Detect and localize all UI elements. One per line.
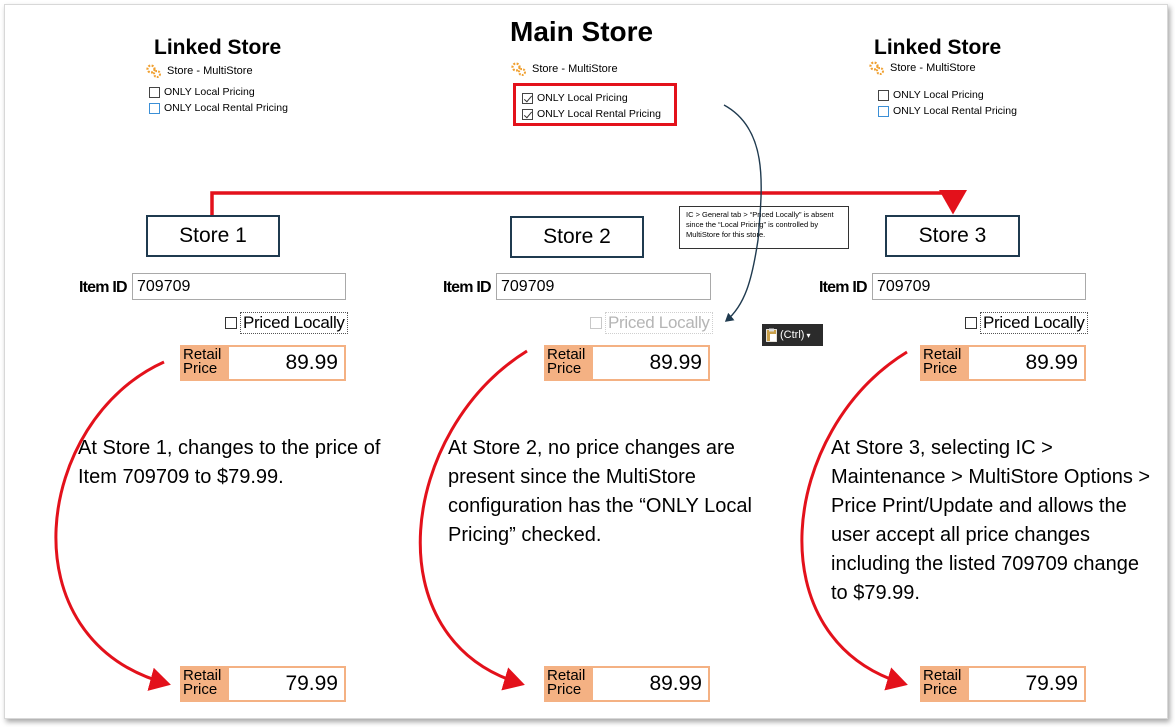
price-value: 79.99 <box>969 668 1084 700</box>
store-3-box: Store 3 <box>885 215 1020 257</box>
checkbox[interactable] <box>149 86 160 98</box>
priced-locally-label: Priced Locally <box>240 312 348 334</box>
option-label: ONLY Local Rental Pricing <box>893 105 1017 117</box>
store-3-description: At Store 3, selecting IC > Maintenance >… <box>831 437 1151 604</box>
checkbox-checked[interactable] <box>522 92 533 104</box>
store-3-item-id-field[interactable]: 709709 <box>872 273 1086 300</box>
checkbox[interactable] <box>878 105 889 117</box>
price-value: 89.99 <box>969 347 1084 379</box>
store-2-priced-locally-checkbox: Priced Locally <box>590 312 713 334</box>
right-option-local-rental-pricing[interactable]: ONLY Local Rental Pricing <box>878 103 1017 119</box>
clipboard-icon <box>766 328 777 342</box>
checkbox-checked[interactable] <box>522 108 533 120</box>
option-label: ONLY Local Pricing <box>893 89 984 101</box>
gear-icon <box>511 62 526 76</box>
store-2-box: Store 2 <box>510 216 644 258</box>
callout-note: IC > General tab > “Priced Locally” is a… <box>679 206 849 249</box>
right-options: ONLY Local Pricing ONLY Local Rental Pri… <box>878 87 1017 119</box>
option-label: ONLY Local Pricing <box>537 92 628 104</box>
main-multistore-label: Store - MultiStore <box>532 63 618 75</box>
main-panel-title: Main Store <box>510 16 654 47</box>
paste-badge-label: (Ctrl) <box>780 329 805 341</box>
price-value: 79.99 <box>229 668 344 700</box>
store-1-item-id-field[interactable]: 709709 <box>132 273 346 300</box>
left-multistore-row: Store - MultiStore <box>146 64 253 78</box>
checkbox[interactable] <box>225 317 237 329</box>
option-label: ONLY Local Pricing <box>164 86 255 98</box>
paste-options-button[interactable]: (Ctrl)▾ <box>762 324 823 346</box>
store-1-priced-locally-checkbox[interactable]: Priced Locally <box>225 312 348 334</box>
chevron-down-icon: ▾ <box>806 330 811 340</box>
price-value: 89.99 <box>593 347 708 379</box>
checkbox <box>590 317 602 329</box>
item-id-label: Item ID <box>79 279 128 296</box>
right-panel-title: Linked Store <box>874 36 1002 59</box>
priced-locally-label: Priced Locally <box>605 312 713 334</box>
store-1-box: Store 1 <box>146 215 280 257</box>
gear-icon <box>146 64 161 78</box>
store-2-description: At Store 2, no price changes are present… <box>448 437 752 546</box>
right-option-local-pricing[interactable]: ONLY Local Pricing <box>878 87 1017 103</box>
price-value: 89.99 <box>593 668 708 700</box>
left-panel-title: Linked Store <box>154 36 282 59</box>
store-1-description: At Store 1, changes to the price of Item… <box>78 437 381 488</box>
option-label: ONLY Local Rental Pricing <box>164 102 288 114</box>
option-label: ONLY Local Rental Pricing <box>537 108 661 120</box>
right-multistore-label: Store - MultiStore <box>890 62 976 74</box>
checkbox[interactable] <box>149 102 160 114</box>
left-multistore-label: Store - MultiStore <box>167 65 253 77</box>
price-value: 89.99 <box>229 347 344 379</box>
main-option-local-pricing[interactable]: ONLY Local Pricing <box>522 90 674 106</box>
right-multistore-row: Store - MultiStore <box>869 61 976 75</box>
left-option-local-rental-pricing[interactable]: ONLY Local Rental Pricing <box>149 100 288 116</box>
main-option-local-rental-pricing[interactable]: ONLY Local Rental Pricing <box>522 106 674 122</box>
left-option-local-pricing[interactable]: ONLY Local Pricing <box>149 84 288 100</box>
item-id-label: Item ID <box>819 279 868 296</box>
gear-icon <box>869 61 884 75</box>
priced-locally-label: Priced Locally <box>980 312 1088 334</box>
checkbox[interactable] <box>965 317 977 329</box>
left-options: ONLY Local Pricing ONLY Local Rental Pri… <box>149 84 288 116</box>
store-3-priced-locally-checkbox[interactable]: Priced Locally <box>965 312 1088 334</box>
store-2-item-id-field[interactable]: 709709 <box>496 273 711 300</box>
main-options-highlight: ONLY Local Pricing ONLY Local Rental Pri… <box>513 83 677 126</box>
checkbox[interactable] <box>878 89 889 101</box>
main-multistore-row: Store - MultiStore <box>511 62 618 76</box>
item-id-label: Item ID <box>443 279 492 296</box>
